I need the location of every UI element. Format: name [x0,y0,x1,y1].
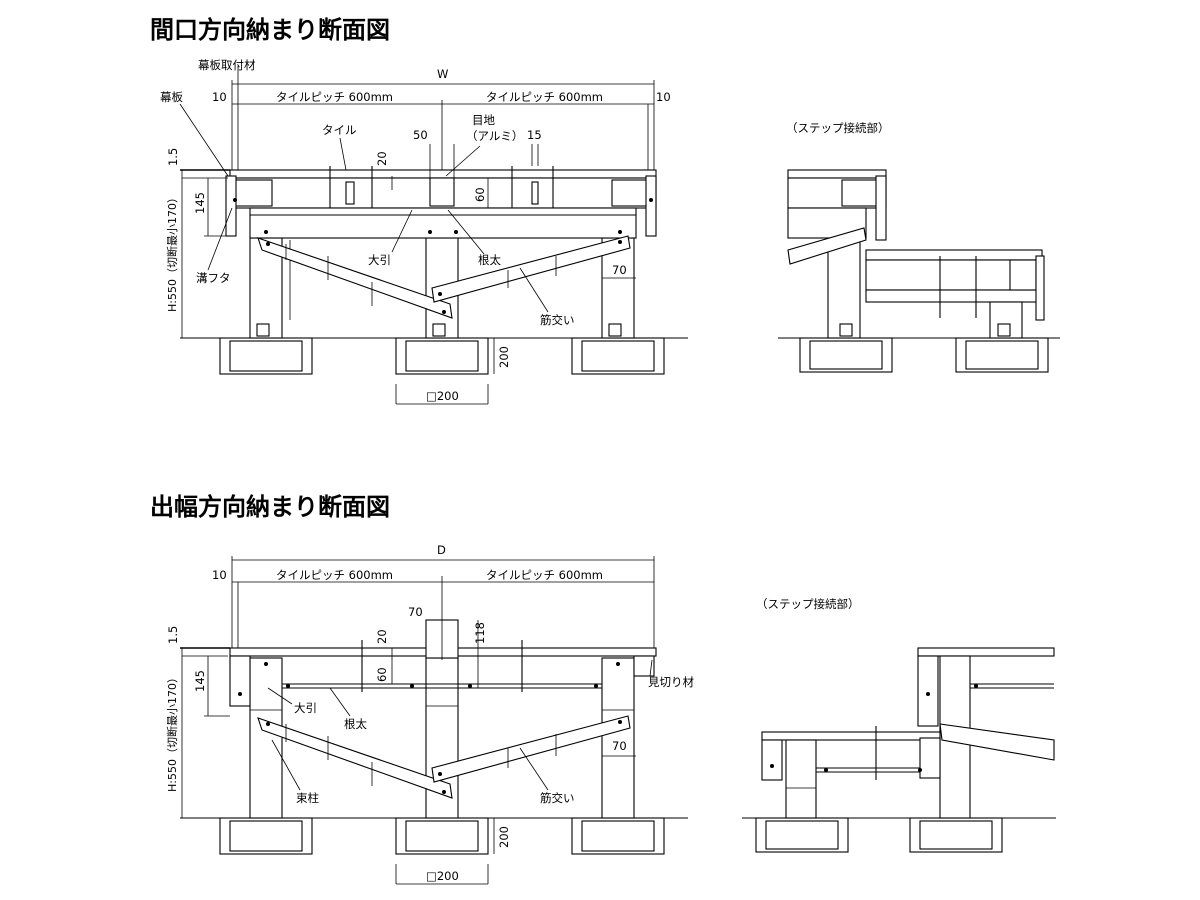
dim-15: 15 [527,128,542,142]
depth-footing-size: □200 [426,869,459,883]
depth-section-drawing: D 10 タイルピッチ 600mm タイルピッチ 600mm 70 20 60 … [165,543,694,885]
dim-50: 50 [413,128,428,142]
frontage-section-drawing: W 10 10 タイルピッチ 600mm タイルピッチ 600mm 幕板取付材 … [160,58,688,405]
label-tile: タイル [322,123,357,137]
tile-pitch-right: タイルピッチ 600mm [486,90,603,104]
depth-label-sujikai: 筋交い [540,791,575,805]
step-label-bottom: （ステップ接続部） [756,597,860,611]
depth-dim-20: 20 [375,629,389,644]
label-ohbiki: 大引 [368,253,391,267]
depth-brace-left [257,717,453,799]
post-left [249,657,283,819]
step-label-top: （ステップ接続部） [786,121,890,135]
depth-tile-pitch-left: タイルピッチ 600mm [276,568,393,582]
frontage-step-detail: （ステップ接続部） [778,121,1060,373]
brace-left [257,237,453,319]
depth-section-title: 出幅方向納まり断面図 [150,493,390,521]
depth-label-ohbiki: 大引 [294,701,317,715]
post-right [601,657,635,819]
overall-depth-label: D [437,543,446,557]
label-joint: 目地 [472,113,495,127]
depth-label-neda: 根太 [344,717,367,731]
label-mizofuta: 溝フタ [196,271,231,285]
depth-thickness-top: 1.5 [166,626,180,644]
depth-dim-60: 60 [375,667,389,682]
label-sujikai: 筋交い [540,313,575,327]
height-note: H:550（切断最小170） [165,192,179,312]
dim-200: 200 [497,346,511,368]
label-makuita-fitting: 幕板取付材 [198,58,256,72]
depth-height-note: H:550（切断最小170） [165,672,179,792]
label-makuita: 幕板 [160,90,183,104]
thickness-top: 1.5 [166,148,180,166]
footing-size: □200 [426,389,459,403]
end-margin-right: 10 [656,90,671,104]
depth-dim-200: 200 [497,826,511,848]
depth-step-detail: （ステップ接続部） [742,597,1056,853]
label-neda: 根太 [478,253,501,267]
dim-70: 70 [612,263,627,277]
end-margin-left: 10 [212,90,227,104]
label-tsukabashira: 束柱 [296,791,319,805]
dim-70-top: 70 [408,605,423,619]
dim-118: 118 [473,622,487,644]
depth-brace-right [431,715,631,783]
brace-right [431,235,631,303]
dim-20: 20 [375,151,389,166]
tile-pitch-left: タイルピッチ 600mm [276,90,393,104]
depth-height-145: 145 [193,670,207,692]
label-joint-material: （アルミ） [466,129,523,143]
dim-60: 60 [473,187,487,202]
label-mikiri: 見切り材 [648,675,694,689]
height-145: 145 [193,192,207,214]
depth-end-margin: 10 [212,568,227,582]
depth-dim-70: 70 [612,739,627,753]
depth-tile-pitch-right: タイルピッチ 600mm [486,568,603,582]
overall-width-label: W [437,67,448,81]
frontage-section-title: 間口方向納まり断面図 [150,16,390,44]
